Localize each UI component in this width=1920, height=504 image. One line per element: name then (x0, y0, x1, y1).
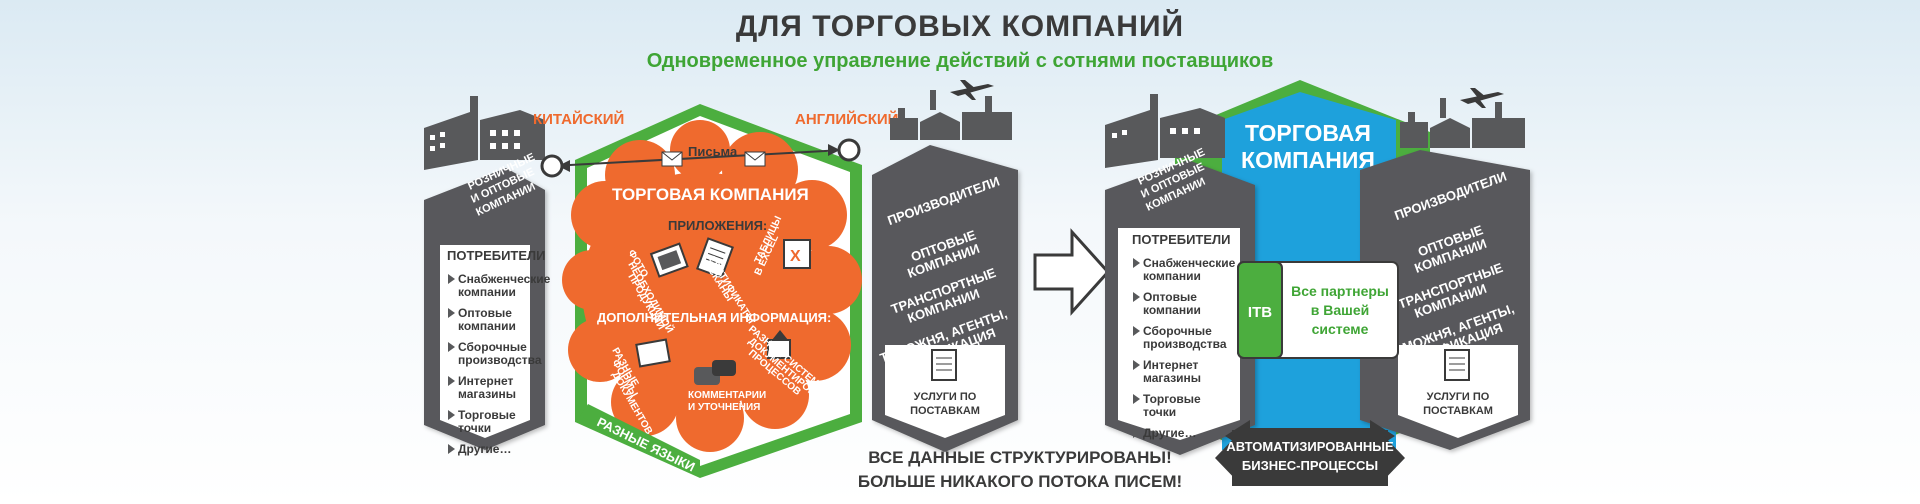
before-consumer-item: производства (458, 353, 542, 367)
after-consumer-item: Оптовые (1143, 290, 1197, 304)
partners-line1: Все партнеры (1291, 283, 1389, 299)
before-consumer-item: компании (458, 319, 516, 333)
after-services-line1: УСЛУГИ ПО (1427, 391, 1490, 403)
extra-label: И УТОЧНЕНИЯ (688, 402, 760, 413)
forms-icon (635, 338, 671, 368)
before-services-line2: ПОСТАВКАМ (910, 405, 980, 417)
bullet-icon (448, 274, 455, 284)
after-consumer-item: магазины (1143, 371, 1201, 385)
after-consumer-item: компании (1143, 303, 1201, 317)
lang-right-label: АНГЛИЙСКИЙ (795, 110, 898, 128)
services-doc-icon (931, 349, 957, 381)
bullet-icon (448, 410, 455, 420)
envelope-icon (661, 151, 766, 167)
before-consumer-item: Другие… (458, 442, 511, 456)
after-consumer-item: Снабженческие (1143, 256, 1236, 270)
after-services-line2: ПОСТАВКАМ (1423, 405, 1493, 417)
footer-line1: ВСЕ ДАННЫЕ СТРУКТУРИРОВАНЫ! (868, 448, 1172, 467)
before-consumer-item: магазины (458, 387, 516, 401)
document-systems-icon (767, 330, 791, 359)
bullet-icon (1133, 326, 1140, 336)
after-consumer-item: производства (1143, 337, 1227, 351)
before-consumer-item: Интернет (458, 374, 514, 388)
factory-icon-after (1400, 98, 1525, 148)
after-suppliers-panel (1360, 150, 1530, 450)
before-consumers-title: ПОТРЕБИТЕЛИ (447, 248, 546, 263)
bullet-icon (1133, 394, 1140, 404)
svg-text:X: X (790, 248, 801, 265)
bullet-icon (1133, 428, 1140, 438)
after-consumer-item: компании (1143, 269, 1201, 283)
photo-icon (649, 242, 689, 278)
bullet-icon (1133, 258, 1140, 268)
after-consumer-item: Торговые (1143, 392, 1201, 406)
extra-title: ДОПОЛНИТЕЛЬНАЯ ИНФОРМАЦИЯ: (597, 310, 831, 325)
footer-line2: БОЛЬШЕ НИКАКОГО ПОТОКА ПИСЕМ! (857, 472, 1183, 491)
bullet-icon (448, 376, 455, 386)
bullet-icon (448, 308, 455, 318)
after-consumer-item: Сборочные (1143, 324, 1212, 338)
bullet-icon (1133, 292, 1140, 302)
services-doc-icon-after (1444, 349, 1470, 381)
after-center-title-line1: ТОРГОВАЯ (1245, 120, 1371, 146)
partners-line2: в Вашей (1311, 302, 1369, 318)
apps-title: ПРИЛОЖЕНИЯ: (668, 218, 767, 233)
before-consumer-item: Торговые (458, 408, 516, 422)
before-consumer-item: Снабженческие (458, 272, 551, 286)
after-consumer-item: точки (1143, 405, 1176, 419)
after-consumers-list: СнабженческиекомпанииОптовыекомпанииСбор… (1133, 256, 1236, 440)
orange-cloud (562, 120, 862, 452)
transition-arrow-icon (1033, 228, 1111, 316)
airplane-icon-after (1460, 88, 1504, 108)
page-subtitle: Одновременное управление действий с сотн… (646, 50, 1274, 72)
letters-connector (540, 138, 861, 178)
itb-label: ITB (1248, 304, 1272, 321)
airplane-icon (950, 80, 994, 100)
certificate-icon (696, 237, 734, 279)
building-icon (424, 96, 545, 170)
bullet-icon (448, 342, 455, 352)
after-consumer-item: Интернет (1143, 358, 1199, 372)
after-consumers-title: ПОТРЕБИТЕЛИ (1132, 232, 1231, 247)
lang-left-label: КИТАЙСКИЙ (533, 110, 624, 128)
before-suppliers-panel (872, 145, 1018, 452)
after-center-title-line2: КОМПАНИЯ (1241, 147, 1375, 173)
before-consumers-list: СнабженческиекомпанииОптовыекомпанииСбор… (448, 272, 551, 456)
itb-box (1237, 261, 1399, 359)
bullet-icon (448, 444, 455, 454)
before-consumer-item: компании (458, 285, 516, 299)
page-title: ДЛЯ ТОРГОВЫХ КОМПАНИЙ (735, 10, 1185, 43)
arrow-label-line1: АВТОМАТИЗИРОВАННЫЕ (1226, 439, 1394, 454)
extra-label: КОММЕНТАРИИ (688, 390, 766, 401)
bullet-icon (1133, 360, 1140, 370)
before-consumer-item: Сборочные (458, 340, 527, 354)
factory-icon (890, 90, 1012, 140)
building-icon-after (1105, 94, 1225, 168)
after-consumer-item: Другие… (1143, 426, 1196, 440)
letters-label: Письма (688, 144, 738, 159)
before-center-title: ТОРГОВАЯ КОМПАНИЯ (612, 185, 809, 204)
before-consumer-item: точки (458, 421, 491, 435)
before-services-line1: УСЛУГИ ПО (914, 391, 977, 403)
before-consumers-panel (424, 168, 545, 450)
automated-arrow-icon (1215, 420, 1405, 486)
partners-line3: системе (1312, 321, 1369, 337)
arrow-label-line2: БИЗНЕС-ПРОЦЕССЫ (1242, 458, 1378, 473)
before-consumer-item: Оптовые (458, 306, 512, 320)
after-consumers-panel (1105, 160, 1255, 455)
comments-icon (694, 360, 736, 385)
excel-icon: X (783, 239, 811, 269)
